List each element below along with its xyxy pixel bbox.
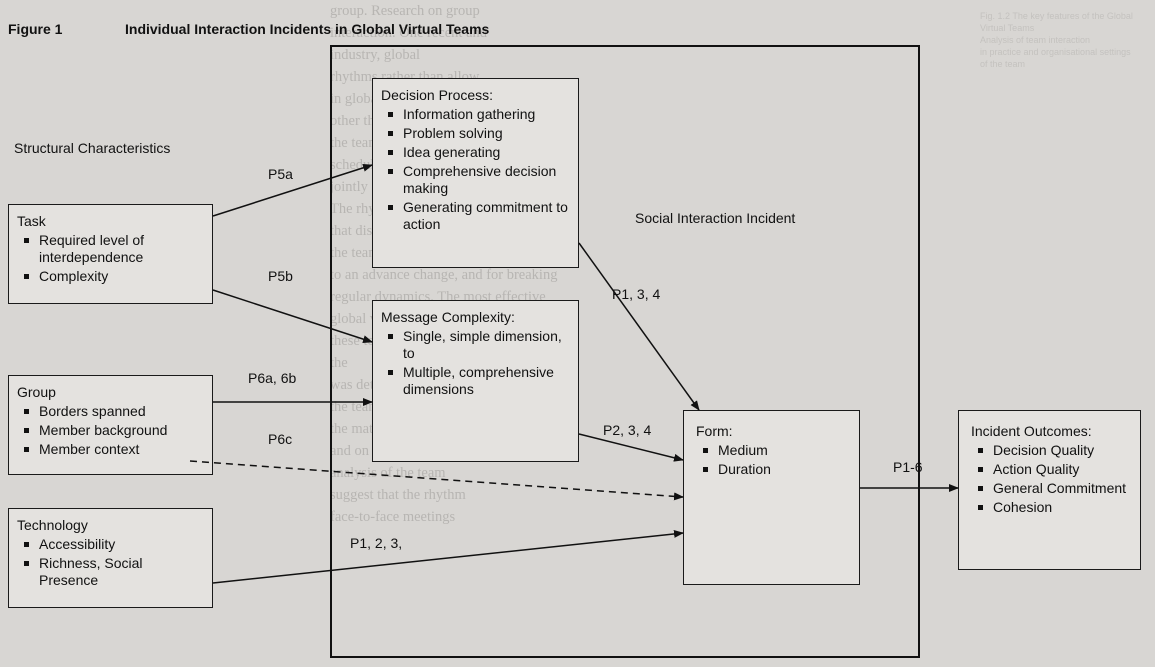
group-title: Group	[17, 384, 56, 400]
arrow-group-to-form-dashed	[189, 460, 684, 501]
list-item: Problem solving	[381, 125, 572, 142]
background-text-line: interaction. One recent and	[330, 25, 488, 41]
list-item: Member background	[17, 422, 204, 439]
faded-text-line: of the team	[980, 59, 1026, 69]
arrow-label-p16: P1-6	[893, 459, 923, 475]
figure-label: Figure 1	[8, 21, 63, 37]
list-item: Complexity	[17, 268, 204, 285]
list-item: General Commitment	[971, 480, 1134, 497]
list-item: Generating commitment to action	[381, 199, 572, 233]
list-item: Single, simple dimension, to	[381, 328, 572, 362]
form-title: Form:	[696, 423, 733, 439]
list-item: Required level of interdependence	[17, 232, 204, 266]
background-text-line: analysis of the team	[330, 465, 446, 481]
list-item: Borders spanned	[17, 403, 204, 420]
list-item: Information gathering	[381, 106, 572, 123]
arrow-label-p5b: P5b	[268, 268, 293, 284]
background-text-line: to an advance change, and for breaking	[330, 267, 558, 283]
arrow-message-to-form	[578, 433, 684, 462]
arrow-label-p123: P1, 2, 3,	[350, 535, 403, 551]
technology-title: Technology	[17, 517, 88, 533]
list-item: Duration	[696, 461, 851, 478]
list-item: Richness, Social Presence	[17, 555, 204, 589]
faded-margin-text: Fig. 1.2 The key features of the Global …	[980, 10, 1140, 130]
arrow-technology-to-form	[212, 529, 684, 584]
background-text-line: group. Research on group	[330, 3, 480, 19]
background-text-line: face-to-face meetings	[330, 509, 456, 525]
task-title: Task	[17, 213, 46, 229]
list-item: Cohesion	[971, 499, 1134, 516]
message-complexity-title: Message Complexity:	[381, 309, 515, 325]
technology-box: Technology Accessibility Richness, Socia…	[8, 508, 213, 608]
list-item: Multiple, comprehensive dimensions	[381, 364, 572, 398]
list-item: Member context	[17, 441, 204, 458]
arrow-label-p5a: P5a	[268, 166, 293, 182]
message-complexity-box: Message Complexity: Single, simple dimen…	[372, 300, 579, 462]
arrow-label-p6ab: P6a, 6b	[248, 370, 297, 386]
list-item: Accessibility	[17, 536, 204, 553]
social-interaction-incident-label: Social Interaction Incident	[635, 210, 796, 226]
structural-characteristics-title: Structural Characteristics	[14, 140, 171, 156]
task-list: Required level of interdependence Comple…	[17, 232, 204, 285]
form-box: Form: Medium Duration	[683, 410, 860, 585]
arrow-label-p134: P1, 3, 4	[612, 286, 661, 302]
faded-text-line: in practice and organisational settings	[980, 47, 1131, 57]
social-interaction-incident-box	[330, 45, 920, 658]
background-text-line: jointly	[330, 179, 368, 195]
arrow-task-to-decision	[212, 163, 373, 217]
task-box: Task Required level of interdependence C…	[8, 204, 213, 304]
incident-outcomes-list: Decision Quality Action Quality General …	[971, 442, 1134, 516]
list-item: Action Quality	[971, 461, 1134, 478]
arrow-label-p6c: P6c	[268, 431, 293, 447]
list-item: Decision Quality	[971, 442, 1134, 459]
arrow-task-to-message	[212, 289, 373, 344]
background-text-line: industry, global	[330, 47, 421, 63]
decision-process-title: Decision Process:	[381, 87, 494, 103]
background-text-line: suggest that the rhythm	[330, 487, 466, 503]
list-item: Idea generating	[381, 144, 572, 161]
decision-process-list: Information gathering Problem solving Id…	[381, 106, 572, 233]
figure-title: Individual Interaction Incidents in Glob…	[125, 21, 490, 37]
faded-text-line: Analysis of team interaction	[980, 35, 1091, 45]
arrow-label-p234: P2, 3, 4	[603, 422, 652, 438]
incident-outcomes-box: Incident Outcomes: Decision Quality Acti…	[958, 410, 1141, 570]
faded-text-line: Fig. 1.2 The key features of the Global …	[980, 11, 1133, 33]
decision-process-box: Decision Process: Information gathering …	[372, 78, 579, 268]
technology-list: Accessibility Richness, Social Presence	[17, 536, 204, 589]
list-item: Medium	[696, 442, 851, 459]
incident-outcomes-title: Incident Outcomes:	[971, 423, 1092, 439]
background-text-line: the	[330, 355, 348, 371]
message-complexity-list: Single, simple dimension, to Multiple, c…	[381, 328, 572, 398]
group-list: Borders spanned Member background Member…	[17, 403, 204, 458]
arrow-decision-to-form	[578, 242, 700, 411]
form-list: Medium Duration	[696, 442, 851, 478]
list-item: Comprehensive decision making	[381, 163, 572, 197]
group-box: Group Borders spanned Member background …	[8, 375, 213, 475]
